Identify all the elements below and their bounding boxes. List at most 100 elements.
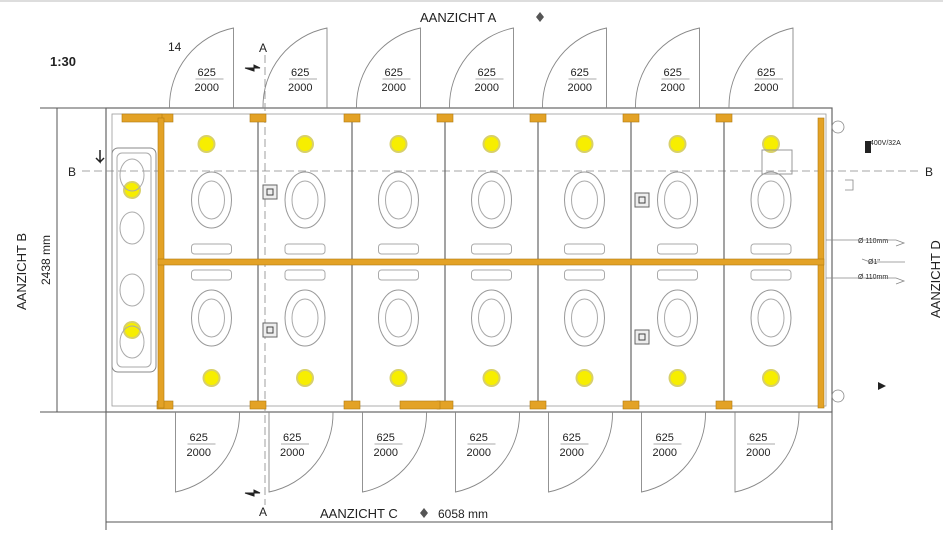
ceiling-lamp <box>668 369 687 387</box>
door-swing-top <box>728 27 794 109</box>
toilet-bowl-icon <box>564 289 605 347</box>
door-height-label: 2000 <box>661 82 685 94</box>
ceiling-lamp <box>202 369 221 387</box>
wall-post <box>436 113 454 123</box>
ceiling-lamp <box>197 135 216 153</box>
door-height-label: 2000 <box>195 82 219 94</box>
toilet-cistern-icon <box>564 269 605 281</box>
door-swing-top <box>542 27 607 109</box>
door-height-label: 2000 <box>568 82 592 94</box>
door-width-label: 625 <box>198 67 216 79</box>
ceiling-lamp <box>389 135 408 153</box>
toilet-bowl-icon <box>284 289 326 347</box>
toilet-cistern-icon <box>284 243 326 255</box>
drain-arrow-icon <box>826 239 906 247</box>
wall-post <box>249 113 267 123</box>
toilet-bowl-icon <box>191 289 232 347</box>
toilet-cistern-icon <box>750 269 792 281</box>
toilet-seat-icon <box>291 298 319 338</box>
wall-post <box>529 113 547 123</box>
toilet-seat-icon <box>664 180 691 220</box>
section-a-arrow-icon <box>878 382 886 390</box>
drain-pipe-1-label: Ø 110mm <box>858 238 888 245</box>
door-width-label: 625 <box>664 67 682 79</box>
connection-icon <box>831 120 845 134</box>
toilet-seat-icon <box>571 298 598 338</box>
door-height-label: 2000 <box>475 82 499 94</box>
toilet-seat-icon <box>385 180 412 220</box>
section-a-top-arrow-icon <box>244 64 261 72</box>
toilet-cistern-icon <box>191 243 232 255</box>
door-swing-bottom <box>734 411 800 493</box>
toilet-bowl-icon <box>564 171 605 229</box>
door-width-label: 625 <box>470 432 488 444</box>
toilet-cistern-icon <box>657 269 698 281</box>
drain-pipe-2-label: Ø 110mm <box>858 274 888 281</box>
door-width-label: 625 <box>385 67 403 79</box>
door-count-label: 14 <box>168 40 182 54</box>
view-c-arrow-icon <box>420 508 428 518</box>
door-swing-bottom <box>455 411 520 493</box>
door-height-label: 2000 <box>374 447 398 459</box>
wall-post <box>715 113 733 123</box>
view-c-label: AANZICHT C <box>320 506 398 521</box>
view-d-label: AANZICHT D <box>928 240 943 318</box>
toilet-cistern-icon <box>378 269 419 281</box>
toilet-bowl-icon <box>378 171 419 229</box>
wall-post <box>715 400 733 410</box>
view-b-label: AANZICHT B <box>14 233 29 310</box>
door-height-label: 2000 <box>754 82 778 94</box>
door-swing-bottom <box>548 411 613 493</box>
toilet-bowl-icon <box>191 171 232 229</box>
floor-drain-grate-icon <box>266 188 274 196</box>
ceiling-lamp <box>123 181 141 199</box>
toilet-bowl-icon <box>657 289 698 347</box>
door-swing-bottom <box>268 411 334 493</box>
floor-drain-grate-icon <box>638 333 646 341</box>
ceiling-lamp <box>123 321 141 339</box>
door-width-label: 625 <box>291 67 309 79</box>
wall-post <box>529 400 547 410</box>
water-pipe-label: Ø1" <box>868 259 880 266</box>
toilet-seat-icon <box>571 180 598 220</box>
toilet-seat-icon <box>664 298 691 338</box>
toilet-seat-icon <box>385 298 412 338</box>
section-a-bottom-arrow-icon <box>244 489 261 497</box>
door-height-label: 2000 <box>653 447 677 459</box>
toilet-cistern-icon <box>657 243 698 255</box>
wash-basin-icon <box>119 211 145 245</box>
door-width-label: 625 <box>571 67 589 79</box>
toilet-seat-icon <box>198 180 225 220</box>
floor-drain-icon <box>262 322 278 338</box>
ceiling-lamp <box>575 369 594 387</box>
toilet-bowl-icon <box>378 289 419 347</box>
toilet-cistern-icon <box>191 269 232 281</box>
wall-post <box>343 113 361 123</box>
view-a-label: AANZICHT A <box>420 10 497 25</box>
section-marker-b-right: B <box>925 165 933 179</box>
toilet-cistern-icon <box>750 243 792 255</box>
toilet-cistern-icon <box>564 243 605 255</box>
wall-post <box>399 400 441 410</box>
section-marker-b-left: B <box>68 165 76 179</box>
width-dimension: 2438 mm <box>39 235 53 285</box>
toilet-bowl-icon <box>471 289 512 347</box>
wall-post <box>343 400 361 410</box>
toilet-seat-icon <box>478 298 505 338</box>
toilet-seat-icon <box>757 298 785 338</box>
floor-drain-icon <box>262 184 278 200</box>
toilet-bowl-icon <box>750 289 792 347</box>
length-dimension: 6058 mm <box>438 507 488 521</box>
door-width-label: 625 <box>190 432 208 444</box>
toilet-cistern-icon <box>378 243 419 255</box>
toilet-cistern-icon <box>471 243 512 255</box>
door-swing-bottom <box>362 411 427 493</box>
toilet-bowl-icon <box>750 171 792 229</box>
floor-drain-grate-icon <box>266 326 274 334</box>
toilet-bowl-icon <box>657 171 698 229</box>
connection-icon <box>831 389 845 403</box>
wash-basin-icon <box>119 273 145 307</box>
wall-post <box>622 113 640 123</box>
floor-drain-grate-icon <box>638 196 646 204</box>
ceiling-lamp <box>668 135 687 153</box>
